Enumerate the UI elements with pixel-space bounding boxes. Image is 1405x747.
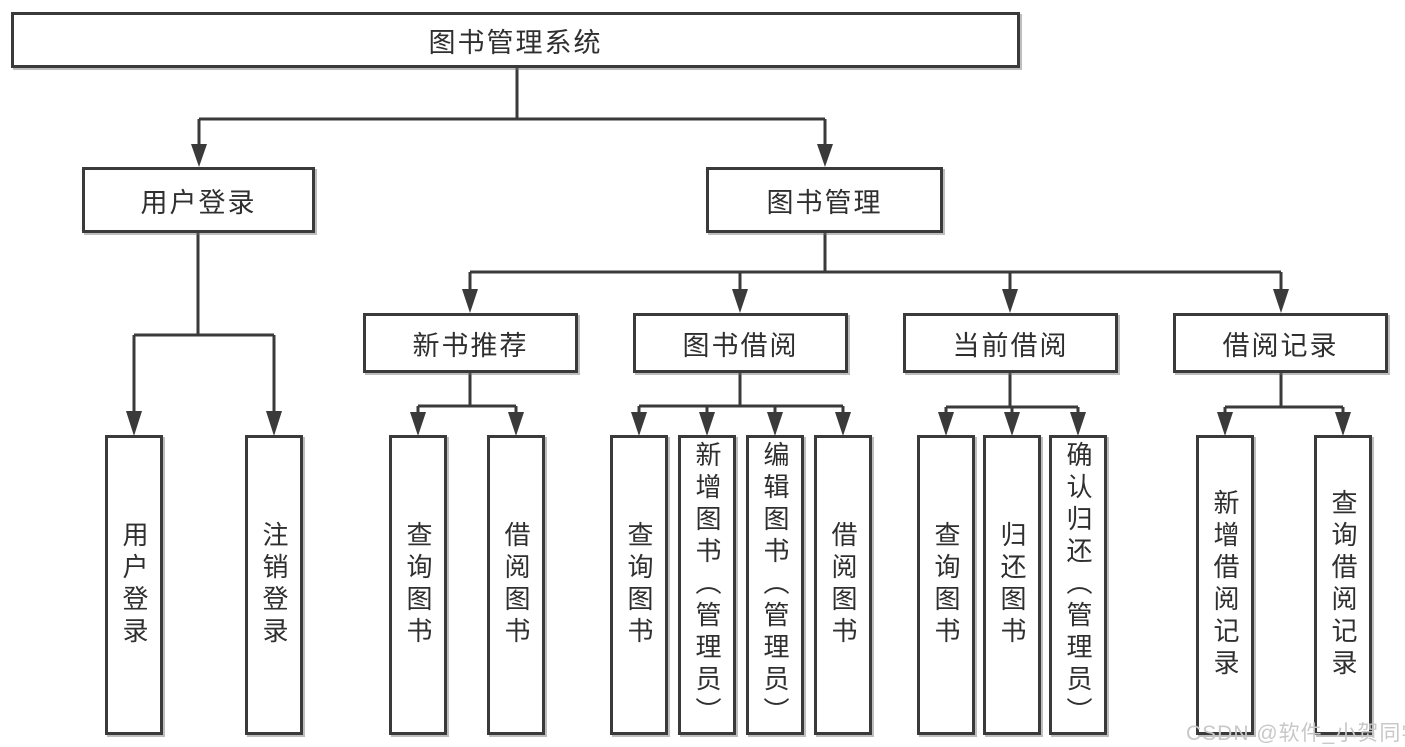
node-current-borrow: 当前借阅	[903, 313, 1118, 373]
node-root-system: 图书管理系统	[11, 12, 1020, 68]
leaf-query-books-recommend: 查询图书	[389, 435, 447, 735]
leaf-label: 查询图书	[931, 521, 961, 649]
node-new-book-recommend: 新书推荐	[363, 313, 578, 373]
csdn-watermark: CSDN @软件_小贺同学	[1186, 722, 1405, 745]
node-book-management: 图书管理	[706, 167, 943, 233]
leaf-borrow-books-recommend: 借阅图书	[487, 435, 545, 735]
leaf-query-books-current: 查询图书	[917, 435, 975, 735]
node-book-borrow: 图书借阅	[633, 313, 848, 373]
leaf-logout: 注销登录	[245, 435, 303, 735]
leaf-label: 查询图书	[624, 521, 654, 649]
node-user-login: 用户登录	[82, 167, 315, 233]
leaf-add-borrow-record: 新增借阅记录	[1196, 435, 1254, 735]
leaf-query-books-borrow: 查询图书	[610, 435, 668, 735]
leaf-label: 查询借阅记录	[1328, 489, 1358, 681]
leaf-borrow-books: 借阅图书	[814, 435, 872, 735]
leaf-label: 注销登录	[259, 521, 289, 649]
leaf-label: 确认归还（管理员）	[1063, 441, 1093, 729]
leaf-label: 借阅图书	[828, 521, 858, 649]
leaf-confirm-return-admin: 确认归还（管理员）	[1049, 435, 1107, 735]
leaf-label: 查询图书	[403, 521, 433, 649]
leaf-label: 编辑图书（管理员）	[760, 441, 790, 729]
leaf-label: 用户登录	[119, 521, 149, 649]
leaf-query-borrow-record: 查询借阅记录	[1314, 435, 1372, 735]
leaf-user-login: 用户登录	[105, 435, 163, 735]
leaf-label: 新增图书（管理员）	[692, 441, 722, 729]
leaf-label: 借阅图书	[501, 521, 531, 649]
leaf-label: 归还图书	[997, 521, 1027, 649]
leaf-add-books-admin: 新增图书（管理员）	[678, 435, 736, 735]
leaf-return-books: 归还图书	[983, 435, 1041, 735]
leaf-label: 新增借阅记录	[1210, 489, 1240, 681]
node-borrow-records: 借阅记录	[1173, 313, 1388, 373]
leaf-edit-books-admin: 编辑图书（管理员）	[746, 435, 804, 735]
